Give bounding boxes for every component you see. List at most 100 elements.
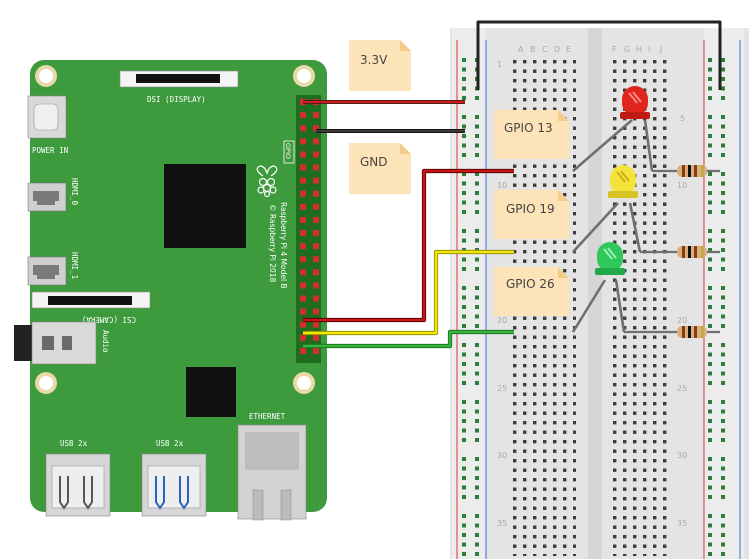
col-label: J <box>659 45 662 54</box>
rail-hole <box>721 248 725 252</box>
resistor-3 <box>624 326 720 338</box>
rail-hole <box>721 514 725 518</box>
rail-hole <box>475 286 479 290</box>
gpio-pin <box>313 151 319 158</box>
rail-hole <box>475 267 479 271</box>
rail-hole <box>462 200 466 205</box>
rail-hole <box>708 286 712 290</box>
rail-hole <box>721 419 725 423</box>
rail-hole <box>475 428 479 433</box>
rail-hole <box>462 124 466 129</box>
rail-hole <box>721 86 725 91</box>
power-rail-left <box>452 28 486 559</box>
gpio-pin <box>300 308 306 315</box>
rail-hole <box>721 58 725 62</box>
led-yellow <box>608 165 638 198</box>
row-label: 35 <box>497 519 507 528</box>
rail-hole <box>721 229 725 233</box>
note-gpio26-text: GPIO 26 <box>506 277 555 291</box>
rail-hole <box>462 257 466 262</box>
wire-gpio13 <box>303 169 514 322</box>
gpio-pin <box>300 347 306 354</box>
rail-hole <box>721 352 725 357</box>
gpio-pin <box>313 230 319 236</box>
hdmi1-label: HDMI_1 <box>70 252 79 279</box>
rail-hole <box>462 352 466 357</box>
raspberry-pi-board: DSI (DISPLAY) POWER IN HDMI_0 HDMI_1 CSI… <box>14 60 327 521</box>
rail-hole <box>721 295 725 300</box>
breadboard: A B C D E F G H I J 1 10 20 25 30 35 5 1… <box>450 28 749 559</box>
row-label: 10 <box>677 181 687 190</box>
rail-hole <box>721 124 725 129</box>
gpio-pin <box>313 243 319 250</box>
gpio-pin <box>313 112 319 119</box>
rail-hole <box>708 428 712 433</box>
rail-hole <box>708 124 712 129</box>
rail-hole <box>475 514 479 518</box>
rail-hole <box>708 172 712 176</box>
note-gpio19-text: GPIO 19 <box>506 202 555 216</box>
rail-hole <box>708 86 712 91</box>
col-label: D <box>554 45 560 54</box>
rail-hole <box>462 58 466 62</box>
rail-hole <box>708 191 712 195</box>
col-label: C <box>542 45 548 54</box>
row-label: 25 <box>677 384 687 393</box>
row-label: 30 <box>497 451 507 460</box>
rail-hole <box>462 485 466 490</box>
gpio-pin <box>313 177 319 184</box>
rail-hole <box>462 229 466 233</box>
power-rail-holes <box>462 58 725 556</box>
led-red <box>620 86 650 119</box>
rail-hole <box>475 495 479 499</box>
gpio-pins <box>300 99 319 354</box>
gpio-pin <box>300 164 306 171</box>
rail-hole <box>475 485 479 490</box>
row-label: 5 <box>680 114 685 123</box>
rail-hole <box>462 314 466 319</box>
mounting-holes <box>35 65 315 394</box>
usb2-label-2: USB 2x <box>156 439 184 448</box>
gpio-pin <box>300 203 306 210</box>
rail-hole <box>721 172 725 176</box>
rail-hole <box>462 371 466 376</box>
rail-hole <box>462 134 466 138</box>
rail-hole <box>721 485 725 490</box>
rail-hole <box>462 267 466 271</box>
rail-hole <box>462 77 466 81</box>
rail-hole <box>462 466 466 471</box>
gpio-pin <box>300 256 306 263</box>
wire-rail-bridge <box>476 20 722 90</box>
row-label: 35 <box>677 519 687 528</box>
rail-hole <box>708 67 712 72</box>
rail-hole <box>721 552 725 556</box>
rail-hole <box>475 305 479 309</box>
component-legs <box>571 119 654 333</box>
rail-hole <box>475 362 479 366</box>
gpio-pin <box>300 282 306 289</box>
gpio-pin <box>300 151 306 158</box>
rail-hole <box>708 181 712 186</box>
rail-hole <box>708 58 712 62</box>
soc-chip <box>164 164 246 248</box>
rail-hole <box>708 552 712 556</box>
row-label: 20 <box>677 316 687 325</box>
rail-hole <box>475 96 479 100</box>
rail-hole <box>462 238 466 243</box>
gpio-pin <box>300 190 306 197</box>
rail-hole <box>708 96 712 100</box>
rail-hole <box>462 514 466 518</box>
rail-hole <box>721 305 725 309</box>
gpio-pin <box>300 295 306 302</box>
rail-hole <box>708 305 712 309</box>
rail-hole <box>475 210 479 214</box>
rail-hole <box>475 238 479 243</box>
col-label: G <box>624 45 630 54</box>
gpio-pin <box>313 269 319 276</box>
gpio-pin <box>313 334 319 341</box>
rail-hole <box>462 191 466 195</box>
note-gpio19: GPIO 19 <box>494 190 569 239</box>
rail-hole <box>721 153 725 157</box>
rail-hole <box>721 371 725 376</box>
pcb <box>30 60 327 512</box>
